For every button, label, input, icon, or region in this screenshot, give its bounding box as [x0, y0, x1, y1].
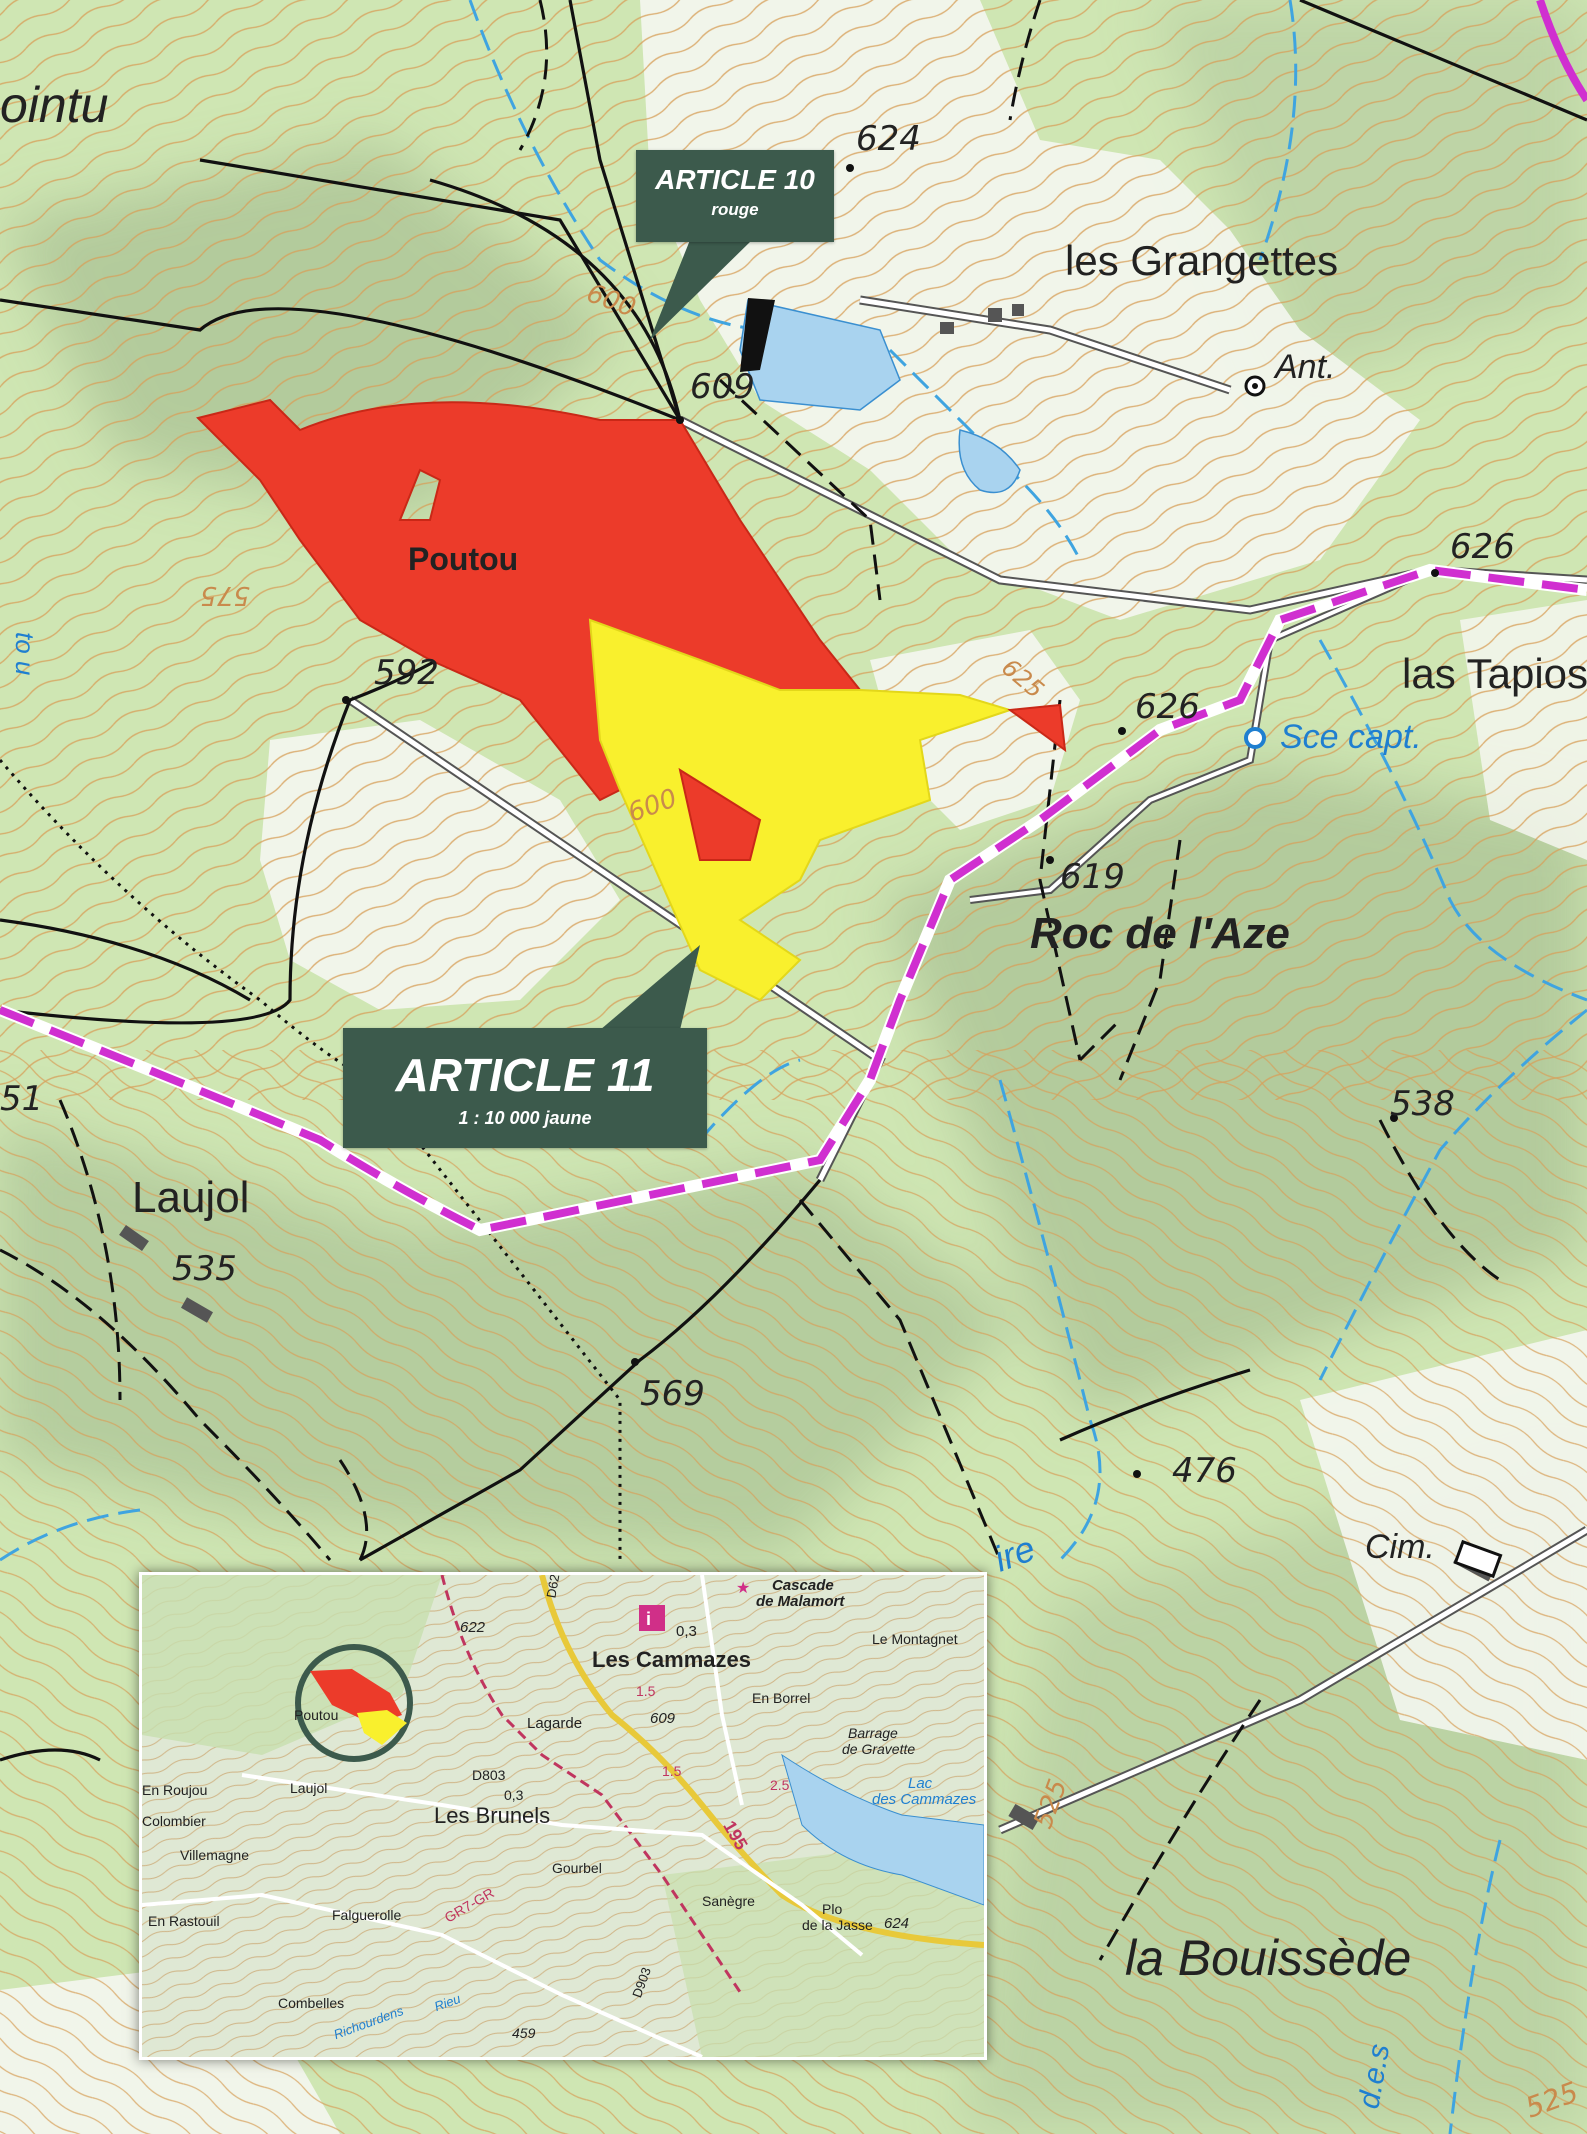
inset-label-gr: GR7-GR — [441, 1884, 497, 1926]
inset-label-des-cammazes: des Cammazes — [872, 1791, 977, 1808]
callout-article-11-subtitle: 1 : 10 000 jaune — [458, 1108, 592, 1128]
inset-label-624: 624 — [884, 1915, 910, 1932]
altitude-624: 624 — [856, 119, 921, 159]
inset-article-11-zone — [357, 1710, 407, 1745]
label-pointu: ointu — [0, 77, 108, 133]
article-10-small-patch — [1007, 703, 1067, 753]
inset-label-sanegre: Sanègre — [702, 1893, 755, 1909]
reservoir-lower — [958, 429, 1021, 494]
inset-label-609: 609 — [650, 1710, 676, 1727]
altitude-626-east: 626 — [1450, 527, 1515, 567]
inset-label-laujol: Laujol — [290, 1780, 328, 1796]
altitude-569: 569 — [640, 1374, 705, 1414]
altitude-619: 619 — [1060, 857, 1125, 897]
inset-label-km-2: 1.5 — [662, 1763, 682, 1779]
svg-text:i: i — [646, 1609, 651, 1629]
dam — [740, 298, 775, 372]
reservoir-upper — [739, 299, 901, 411]
inset-gr-trail — [440, 1575, 744, 1996]
star-icon: ★ — [736, 1580, 750, 1597]
commune-boundary — [0, 565, 1587, 1235]
stream-label-west: to u — [10, 632, 40, 675]
callout-article-11: ARTICLE 11 1 : 10 000 jaune — [343, 1028, 707, 1148]
inset-label-barrage: Barrage — [848, 1725, 898, 1741]
inset-label-villemagne: Villemagne — [180, 1847, 250, 1863]
cemetery-icon — [1453, 1539, 1503, 1579]
inset-label-dist-1: 0,3 — [676, 1623, 697, 1640]
inset-label-colombier: Colombier — [142, 1813, 206, 1829]
info-icon — [639, 1605, 665, 1631]
inset-label-622: 622 — [460, 1619, 486, 1636]
inset-lake — [781, 1753, 984, 1906]
callout-11-pointer — [600, 945, 700, 1030]
altitude-626: 626 — [1135, 687, 1200, 727]
spot-heights — [342, 164, 1439, 1478]
inset-label-d903: D903 — [629, 1965, 654, 2000]
callout-10-pointer — [650, 240, 752, 340]
inset-label-poutou: Poutou — [294, 1707, 339, 1723]
inset-label-195: 195 — [719, 1817, 752, 1854]
callout-article-10-title: ARTICLE 10 — [655, 164, 815, 195]
altitude-592: 592 — [374, 653, 439, 693]
inset-label-gravette: de Gravette — [842, 1741, 916, 1757]
article-11-zone[interactable] — [588, 618, 1014, 1002]
inset-label-combelles: Combelles — [278, 1995, 345, 2011]
footpath-dotted — [0, 759, 622, 1560]
commune-boundary-north — [1536, 0, 1587, 103]
inset-label-malamort: de Malamort — [756, 1593, 845, 1610]
inset-label-falguerolle: Falguerolle — [332, 1907, 402, 1923]
altitude-51: 51 — [0, 1079, 43, 1119]
label-tapios: las Tapios — [1402, 650, 1587, 697]
altitude-538: 538 — [1390, 1084, 1455, 1124]
inset-main-road — [539, 1575, 984, 1948]
label-la-bouissede: la Bouissède — [1125, 1930, 1411, 1986]
inset-labels: Cascade de Malamort Les Cammazes 0,3 Le … — [142, 1575, 984, 2057]
inset-label-lac: Lac — [908, 1775, 933, 1792]
inset-label-dist-2: 0,3 — [504, 1787, 524, 1803]
inset-label-plo: Plo — [822, 1901, 843, 1917]
inset-label-rieu: Rieu — [432, 1990, 463, 2015]
inset-label-en-roujou: En Roujou — [142, 1782, 208, 1798]
inset-label-en-rastouil: En Rastouil — [148, 1913, 220, 1929]
altitude-609: 609 — [690, 367, 755, 407]
inset-label-cascade: Cascade — [772, 1577, 834, 1594]
callout-article-10: ARTICLE 10 rouge — [636, 150, 834, 242]
inset-label-en-borrel: En Borrel — [752, 1690, 811, 1706]
inset-location-map[interactable]: i ★ Cascade de Malamort Les Cammazes 0,3… — [139, 1572, 987, 2060]
inset-location-circle — [295, 1644, 413, 1762]
label-poutou: Poutou — [408, 541, 518, 577]
contour-575: 575 — [200, 580, 250, 610]
inset-label-de-la-jasse: de la Jasse — [802, 1917, 873, 1933]
inset-label-les-cammazes: Les Cammazes — [592, 1647, 751, 1672]
trails — [0, 0, 1501, 1961]
inset-label-km-1: 1.5 — [636, 1683, 656, 1699]
label-laujol: Laujol — [132, 1173, 249, 1222]
inset-label-gourbel: Gourbel — [552, 1860, 602, 1876]
label-grangettes: les Grangettes — [1065, 237, 1338, 284]
altitude-476: 476 — [1172, 1451, 1237, 1491]
inset-label-d803: D803 — [472, 1767, 506, 1783]
spring-icon — [1244, 727, 1266, 749]
inset-map-svg: i ★ — [142, 1575, 984, 2057]
altitude-535: 535 — [172, 1249, 237, 1289]
inset-label-459: 459 — [512, 2025, 536, 2041]
inset-label-d629: D629 — [543, 1572, 564, 1600]
article-10-patch — [678, 767, 762, 861]
label-spring: Sce capt. — [1280, 718, 1422, 756]
label-roc-de-l-aze: Roc de l'Aze — [1030, 909, 1290, 958]
inset-label-lagarde: Lagarde — [527, 1715, 583, 1732]
inset-label-montagnet: Le Montagnet — [872, 1631, 958, 1647]
callout-article-10-subtitle: rouge — [711, 200, 759, 219]
label-antenna: Ant. — [1273, 348, 1335, 386]
inset-label-les-brunels: Les Brunels — [434, 1803, 551, 1828]
inset-label-km-3: 2.5 — [770, 1777, 790, 1793]
article-10-zone[interactable] — [196, 398, 862, 802]
label-cemetery: Cim. — [1365, 1528, 1435, 1566]
callout-article-11-title: ARTICLE 11 — [395, 1049, 655, 1101]
